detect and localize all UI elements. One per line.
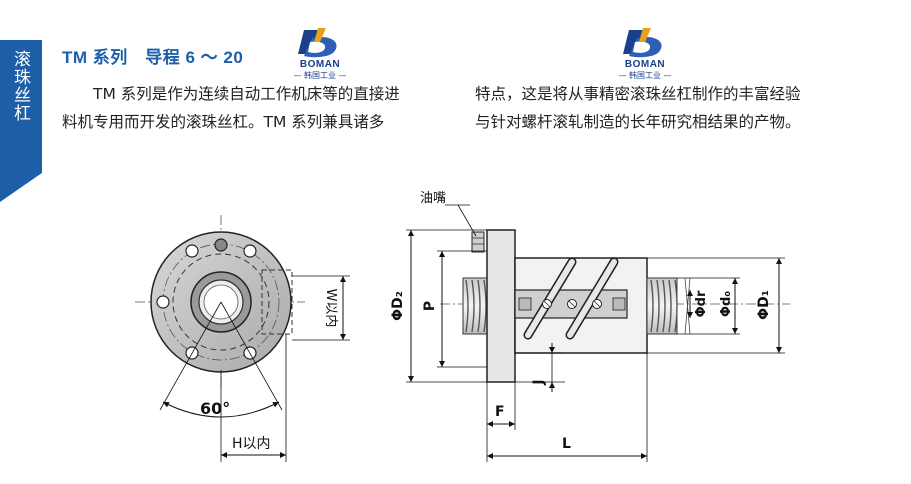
boman-logo: BOMAN — 韩国工业 —: [615, 28, 675, 80]
nut-flange: [486, 229, 516, 383]
intro-line: 特点，这是将从事精密滚珠丝杠制作的丰富经验: [475, 85, 801, 103]
logo-subtitle: — 韩国工业 —: [618, 71, 672, 80]
bolt-hole: [243, 244, 257, 258]
side-view: ΦD₂ P Φdr Φd₀ ΦD₁ J F L: [390, 191, 790, 462]
side-tab-label: 滚珠丝杠: [10, 50, 30, 122]
intro-right: 特点，这是将从事精密滚珠丝杠制作的丰富经验 与针对螺杆滚轧制造的长年研究相结果的…: [475, 80, 801, 136]
bolt-hole: [185, 244, 199, 258]
h-dimension-label: H以内: [232, 436, 271, 452]
logo-subtitle: — 韩国工业 —: [293, 71, 347, 80]
p-dimension-label: P: [422, 301, 438, 311]
d0-dimension-label: Φd₀: [719, 291, 734, 317]
front-view: W以内 60° H以内: [135, 215, 350, 462]
logo-brand: BOMAN: [299, 59, 341, 70]
w-dimension-label: W以内: [323, 289, 339, 328]
j-dimension-label: J: [531, 379, 547, 385]
oil-nipple-label: 油嘴: [420, 191, 446, 206]
l-dimension-label: L: [562, 436, 571, 452]
oil-nipple-port: [214, 238, 228, 252]
logo-brand: BOMAN: [624, 59, 666, 70]
boman-logo: BOMAN — 韩国工业 —: [290, 28, 350, 80]
d1-dimension-label: ΦD₁: [756, 290, 772, 320]
intro-left: TM 系列是作为连续自动工作机床等的直接进 料机专用而开发的滚珠丝杠。TM 系列…: [62, 80, 400, 136]
oil-nipple: [471, 231, 485, 253]
intro-line: 与针对螺杆滚轧制造的长年研究相结果的产物。: [475, 113, 801, 131]
intro-line: TM 系列是作为连续自动工作机床等的直接进: [62, 85, 400, 103]
bolt-hole: [156, 295, 170, 309]
side-tab: [0, 40, 42, 202]
intro-line: 料机专用而开发的滚珠丝杠。TM 系列兼具诸多: [62, 113, 385, 131]
dr-dimension-label: Φdr: [694, 290, 709, 317]
page-title: TM 系列 导程 6 ～ 20: [62, 48, 244, 67]
d2-dimension-label: ΦD₂: [390, 291, 406, 321]
angle-label: 60°: [200, 399, 230, 418]
return-tube: [523, 257, 619, 340]
f-dimension-label: F: [495, 404, 505, 420]
